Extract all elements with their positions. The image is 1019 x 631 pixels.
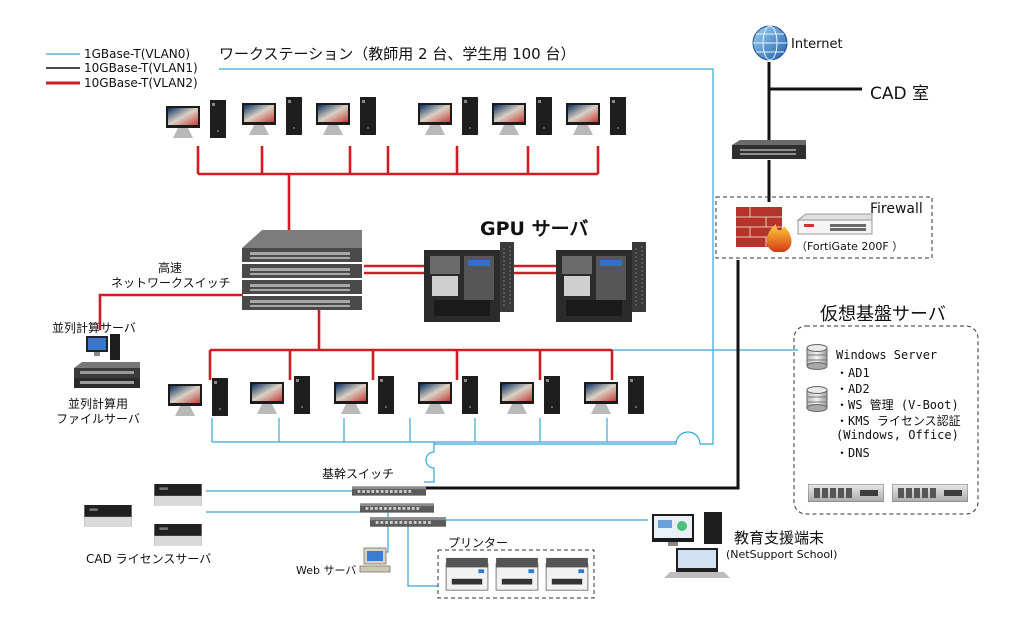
- switch-label-line1: 高速: [158, 261, 183, 275]
- virtual-item: ・WS 管理 (V-Boot): [836, 398, 959, 412]
- web-server-label: Web サーバ: [296, 564, 357, 577]
- workstation-icon: [168, 378, 228, 416]
- workstation-icon: [500, 376, 560, 414]
- legend-label-vlan1: 10GBase-T(VLAN1): [84, 61, 198, 75]
- virtual-item: ・KMS ライセンス認証: [836, 414, 961, 428]
- workstation-icon: [566, 97, 626, 135]
- printer-label: プリンター: [448, 536, 509, 550]
- gpu-server-label: GPU サーバ: [480, 218, 589, 240]
- rack-server-icon: [808, 484, 884, 502]
- file-server-icon: [74, 362, 140, 388]
- gpu-server-icon: [556, 242, 646, 322]
- internet-label: Internet: [791, 37, 843, 52]
- printer-box: [437, 549, 595, 599]
- database-icon: [806, 344, 828, 370]
- cad-license-server-icon: [84, 505, 132, 527]
- vlan0-links: [206, 68, 798, 587]
- cad-room-label: CAD 室: [870, 84, 929, 104]
- switch-label-line2: ネットワークスイッチ: [111, 276, 231, 290]
- gpu-server-icon: [424, 242, 514, 322]
- workstation-icon: [242, 97, 302, 135]
- legend-label-vlan2: 10GBase-T(VLAN2): [84, 76, 198, 90]
- vlan2-links: [98, 146, 614, 380]
- workstation-icon: [418, 97, 478, 135]
- virtual-server-title: 仮想基盤サーバ: [820, 304, 946, 325]
- virtual-item: Windows Server: [836, 348, 938, 362]
- core-switch-icon: [352, 486, 426, 496]
- edu-terminal-label: 教育支援端末: [734, 529, 825, 547]
- cad-license-server-icon: [154, 484, 202, 506]
- firewall-icon: [736, 207, 792, 252]
- file-server-label-line1: 並列計算用: [68, 397, 129, 411]
- fortigate-appliance-icon: [796, 213, 873, 235]
- router-icon: [732, 140, 806, 159]
- rack-server-icon: [892, 484, 968, 502]
- workstation-title: ワークステーション（教師用 2 台、学生用 100 台）: [219, 45, 576, 63]
- internet-globe-icon: [752, 25, 788, 61]
- high-speed-switch-icon: [242, 230, 362, 310]
- workstation-row-bottom: [168, 376, 644, 416]
- virtual-item: (Windows, Office): [836, 428, 959, 442]
- web-server-icon: [359, 547, 391, 573]
- core-switch-icon: [360, 503, 434, 513]
- netsupport-label: (NetSupport School): [726, 548, 838, 561]
- virtual-item: ・AD1: [836, 366, 870, 380]
- firewall-label: Firewall: [870, 201, 923, 217]
- legend-label-vlan0: 1GBase-T(VLAN0): [84, 47, 191, 61]
- printer-icon: [495, 557, 539, 591]
- workstation-row-top: [166, 97, 626, 138]
- workstation-icon: [584, 376, 644, 414]
- cad-license-server-icon: [154, 524, 202, 546]
- printer-icon: [545, 557, 589, 591]
- virtual-server-box: [793, 325, 979, 515]
- core-switch-label: 基幹スイッチ: [322, 467, 395, 481]
- database-icon: [806, 386, 828, 412]
- printer-icon: [445, 557, 489, 591]
- workstation-icon: [316, 97, 376, 135]
- cad-license-label: CAD ライセンスサーバ: [86, 552, 212, 566]
- workstation-icon: [492, 97, 552, 135]
- virtual-item: ・AD2: [836, 382, 870, 396]
- workstation-icon: [334, 376, 394, 414]
- workstation-icon: [418, 376, 478, 414]
- file-server-label-line2: ファイルサーバ: [56, 412, 140, 426]
- virtual-item: ・DNS: [836, 446, 870, 460]
- parallel-compute-server-icon: [86, 334, 120, 360]
- vlan1-links: [424, 62, 862, 490]
- fortigate-label: （FortiGate 200F ）: [796, 240, 904, 253]
- parallel-server-label: 並列計算サーバ: [52, 321, 136, 335]
- core-switch-icon: [370, 517, 446, 527]
- workstation-icon: [166, 100, 226, 138]
- firewall-box: [715, 196, 933, 259]
- workstation-icon: [250, 376, 310, 414]
- education-terminal-icon: [652, 512, 730, 578]
